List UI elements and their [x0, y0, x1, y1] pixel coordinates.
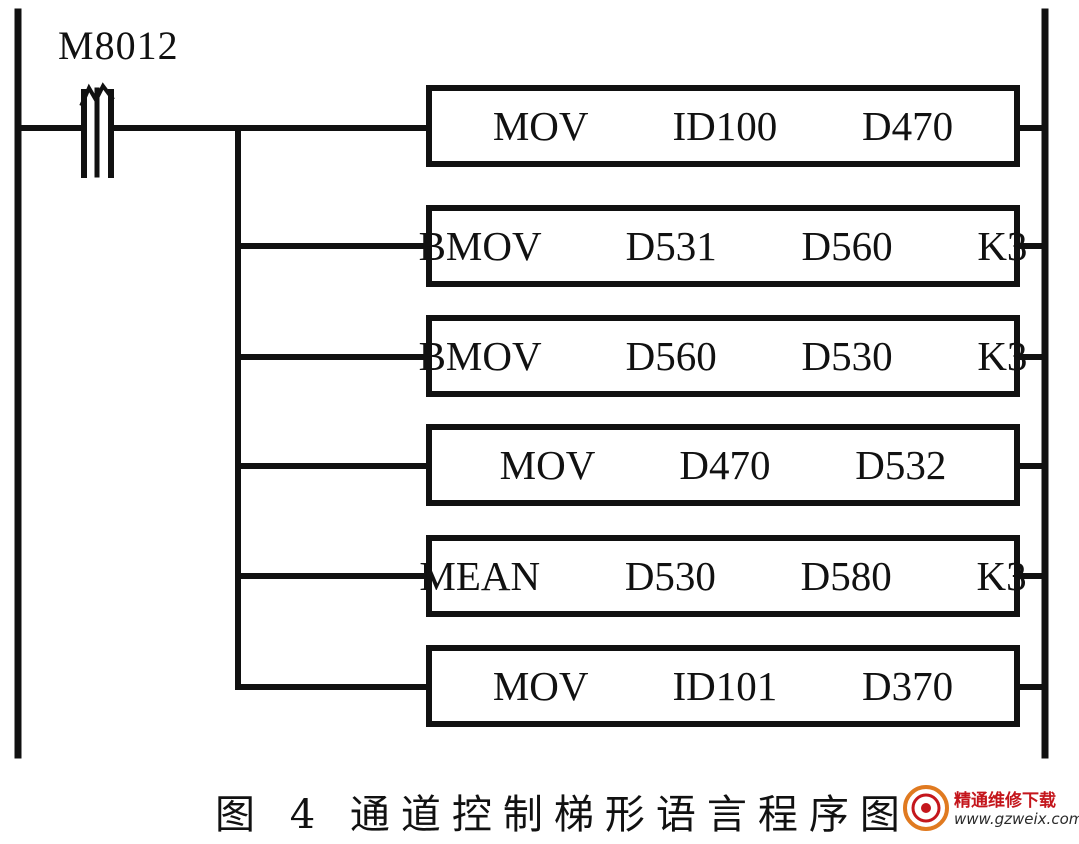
- instruction-4: MOV D470 D532: [499, 442, 947, 488]
- instruction-5: MEAN D530 D580 K3: [419, 553, 1027, 599]
- watermark: 精通维修下载 www.gzweix.com: [902, 782, 1079, 834]
- instruction-3: BMOV D560 D530 K3: [418, 333, 1028, 379]
- watermark-title: 精通维修下载: [954, 791, 1056, 811]
- m8012-contact-symbol: [79, 82, 115, 178]
- watermark-logo-icon: [903, 785, 949, 831]
- instruction-6: MOV ID101 D370: [492, 663, 954, 709]
- instruction-2: BMOV D531 D560 K3: [418, 223, 1028, 269]
- instruction-1: MOV ID100 D470: [492, 103, 954, 149]
- watermark-url: www.gzweix.com: [954, 810, 1079, 828]
- figure-caption: 图 4 通道控制梯形语言程序图: [215, 792, 911, 838]
- contact-label: M8012: [58, 23, 179, 68]
